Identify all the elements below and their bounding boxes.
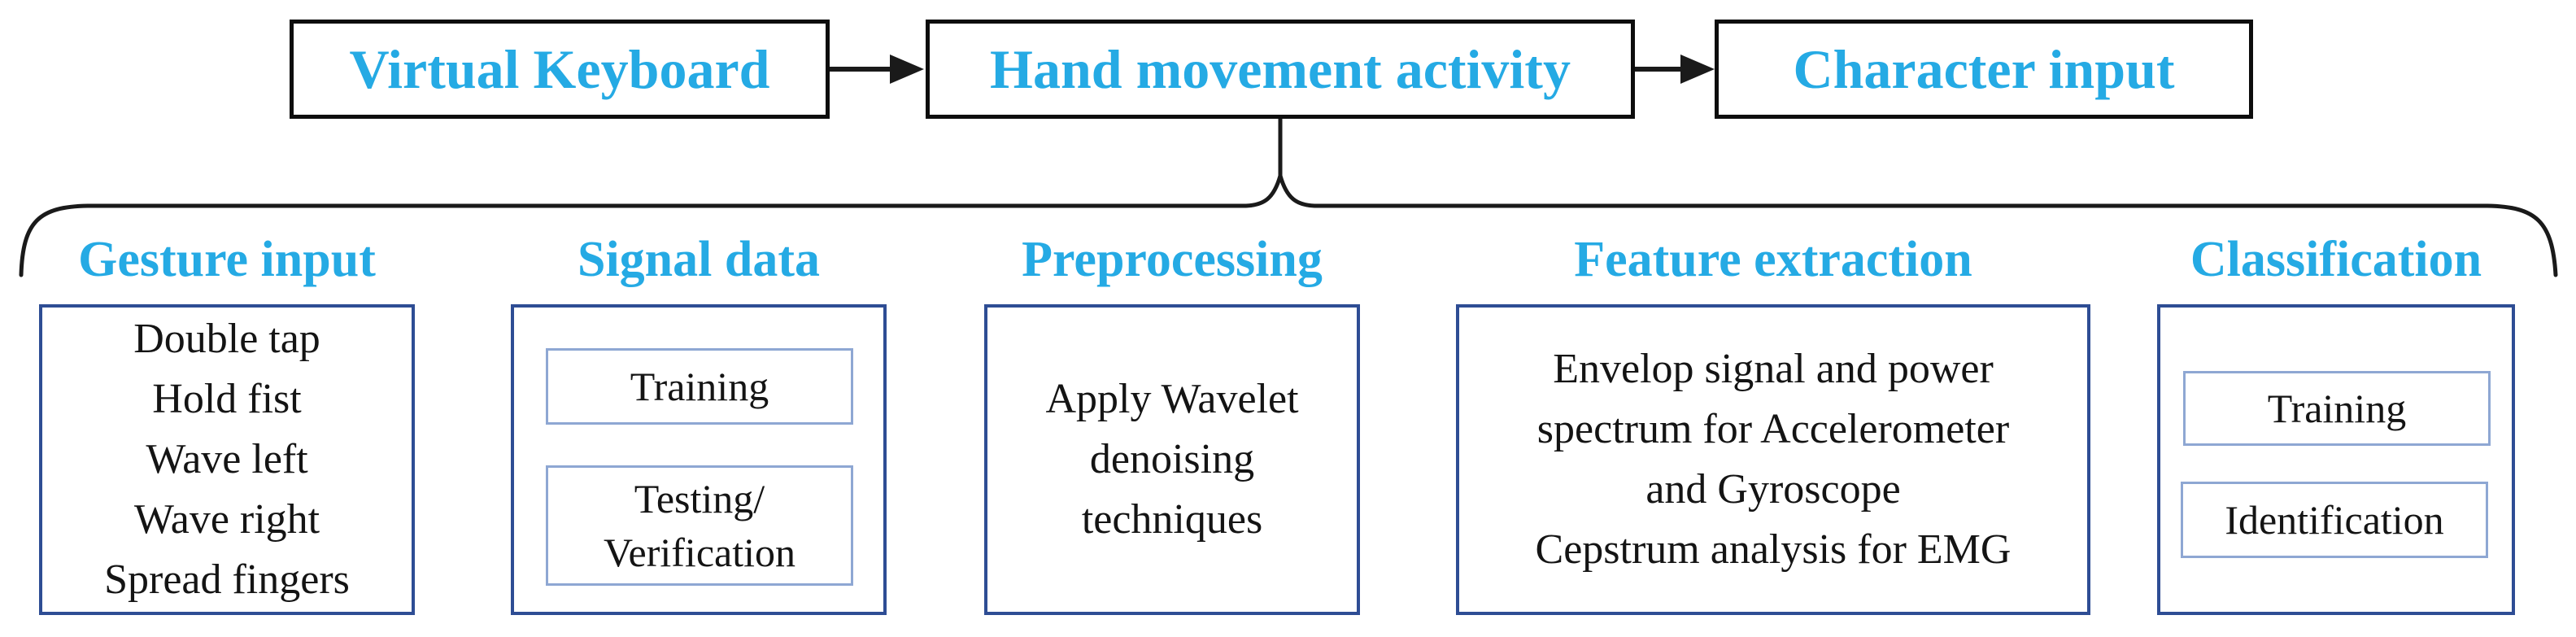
header-signal-data: Signal data (577, 232, 821, 287)
preprocessing-line: Apply Wavelet (1045, 376, 1299, 422)
feature-line: and Gyroscope (1645, 466, 1901, 513)
feature-line: Envelop signal and power (1553, 346, 1994, 392)
signal-training-box: Training (546, 348, 853, 425)
hand-movement-activity-label: Hand movement activity (990, 37, 1571, 100)
arrow-hma-to-ci (1635, 55, 1715, 84)
signal-data-box: Training Testing/ Verification (511, 304, 887, 615)
preprocessing-line: denoising (1089, 436, 1255, 482)
gesture-line: Wave left (146, 436, 308, 482)
signal-training-label: Training (630, 364, 769, 409)
arrow-vk-to-hma (830, 55, 924, 84)
character-input-box: Character input (1715, 20, 2253, 119)
signal-verification-line: Verification (603, 530, 795, 575)
classification-identification-box: Identification (2181, 482, 2488, 558)
signal-testing-verification-box: Testing/ Verification (546, 465, 853, 586)
preprocessing-line: techniques (1081, 496, 1263, 543)
gesture-line: Double tap (133, 316, 320, 362)
gesture-line: Hold fist (152, 376, 302, 422)
classification-identification-label: Identification (2225, 497, 2444, 543)
header-preprocessing: Preprocessing (1022, 232, 1323, 287)
header-classification: Classification (2190, 232, 2482, 287)
hand-movement-activity-box: Hand movement activity (926, 20, 1635, 119)
virtual-keyboard-label: Virtual Keyboard (349, 37, 770, 100)
gesture-line: Wave right (133, 496, 320, 543)
header-feature-extraction: Feature extraction (1574, 232, 1972, 287)
classification-training-label: Training (2267, 386, 2407, 431)
feature-line: spectrum for Accelerometer (1536, 406, 2010, 452)
signal-testing-line: Testing/ (634, 476, 765, 521)
classification-training-box: Training (2183, 371, 2491, 446)
classification-box: Training Identification (2157, 304, 2515, 615)
feature-line: Cepstrum analysis for EMG (1535, 526, 2012, 573)
virtual-keyboard-box: Virtual Keyboard (290, 20, 830, 119)
feature-extraction-box: Envelop signal and power spectrum for Ac… (1456, 304, 2090, 615)
preprocessing-box: Apply Wavelet denoising techniques (984, 304, 1360, 615)
character-input-label: Character input (1793, 37, 2175, 100)
gesture-line: Spread fingers (104, 556, 350, 603)
gesture-input-box: Double tap Hold fist Wave left Wave righ… (39, 304, 415, 615)
header-gesture-input: Gesture input (78, 232, 376, 287)
